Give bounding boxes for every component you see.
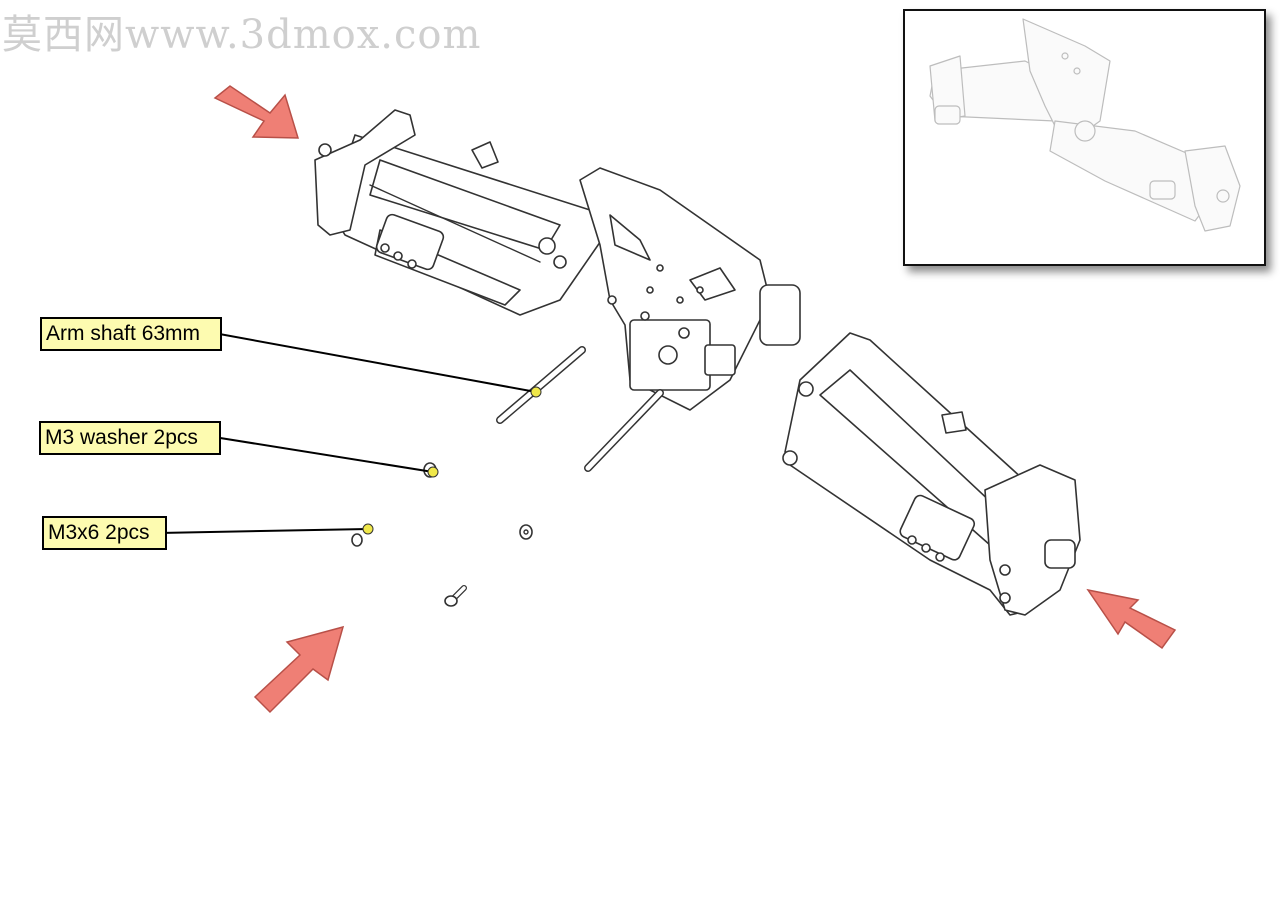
hardware-parts	[351, 462, 533, 607]
watermark-text: 莫西网www.3dmox.com	[2, 12, 482, 58]
callout-m3-washer: M3 washer 2pcs	[39, 421, 221, 455]
insert-direction-arrow-icon	[1086, 588, 1177, 650]
suspension-arm-left	[314, 109, 606, 316]
callout-arm-shaft: Arm shaft 63mm	[40, 317, 222, 351]
overview-inset	[903, 9, 1266, 266]
callout-dot-icon	[530, 386, 542, 398]
insert-direction-arrow-icon	[213, 85, 300, 139]
insert-direction-arrow-icon	[253, 625, 345, 714]
callout-dot-icon	[362, 523, 374, 535]
arm-shafts	[496, 346, 664, 472]
callout-leader-lines	[158, 332, 537, 534]
callout-m3x6-screw: M3x6 2pcs	[42, 516, 167, 550]
callout-dot-icon	[427, 466, 439, 478]
assembled-overview-drawing	[929, 18, 1241, 232]
suspension-arm-right	[782, 332, 1081, 616]
central-bulkhead	[579, 167, 801, 411]
